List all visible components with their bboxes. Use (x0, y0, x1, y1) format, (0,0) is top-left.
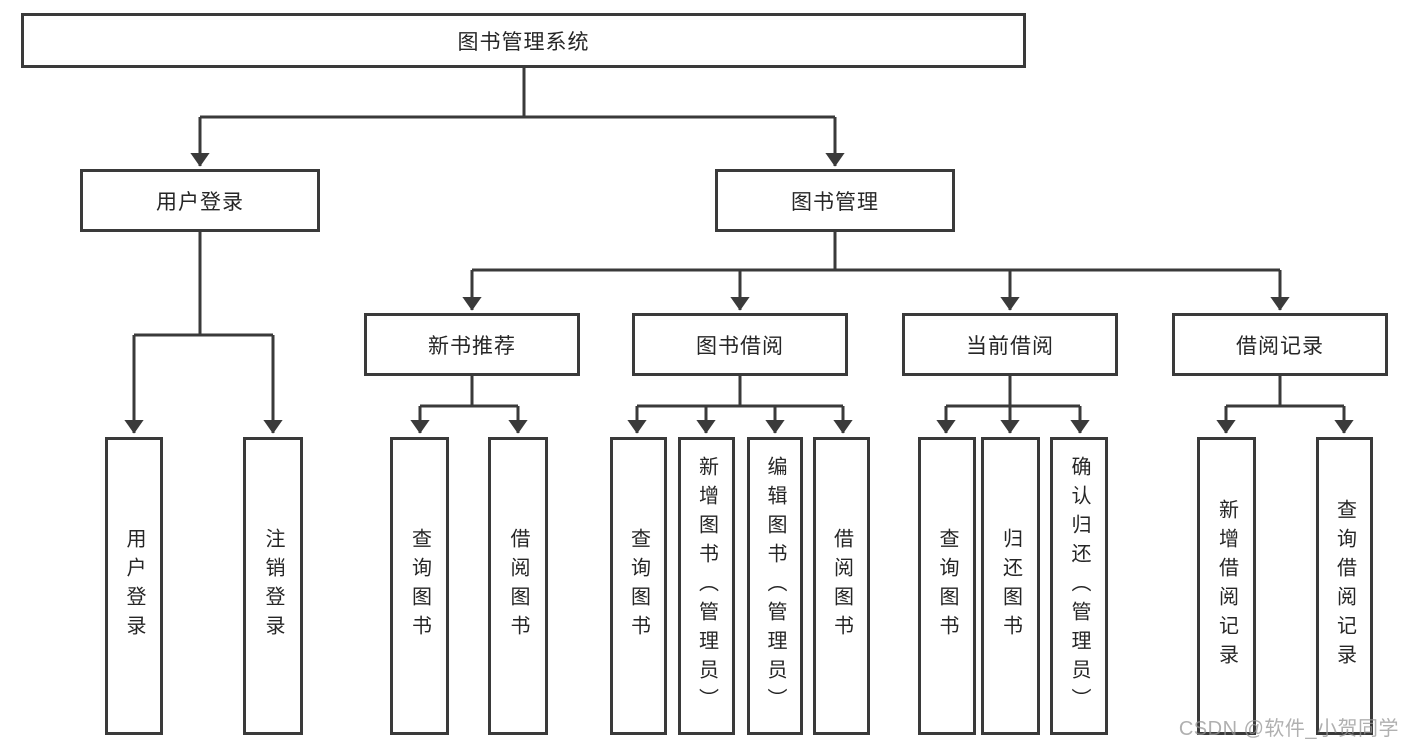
node-book-borrowing: 图书借阅 (632, 313, 848, 376)
node-borrow-records: 借阅记录 (1172, 313, 1388, 376)
leaf-add-books-admin: 新增图书（管理员） (678, 437, 735, 735)
leaf-confirm-return-admin: 确认归还（管理员） (1050, 437, 1108, 735)
node-current-borrowing: 当前借阅 (902, 313, 1118, 376)
leaf-user-login: 用户登录 (105, 437, 163, 735)
leaf-borrow-books: 借阅图书 (813, 437, 870, 735)
leaf-return-books: 归还图书 (981, 437, 1040, 735)
node-book-management: 图书管理 (715, 169, 955, 232)
leaf-query-books-borrow: 查询图书 (610, 437, 667, 735)
leaf-query-borrow-record: 查询借阅记录 (1316, 437, 1373, 735)
leaf-logout-login: 注销登录 (243, 437, 303, 735)
leaf-add-borrow-record: 新增借阅记录 (1197, 437, 1256, 735)
node-new-book-recommend: 新书推荐 (364, 313, 580, 376)
leaf-edit-books-admin: 编辑图书（管理员） (747, 437, 803, 735)
node-library-system: 图书管理系统 (21, 13, 1026, 68)
leaf-query-books-current: 查询图书 (918, 437, 976, 735)
leaf-query-books-recommend: 查询图书 (390, 437, 449, 735)
node-user-login: 用户登录 (80, 169, 320, 232)
leaf-borrow-books-recommend: 借阅图书 (488, 437, 548, 735)
